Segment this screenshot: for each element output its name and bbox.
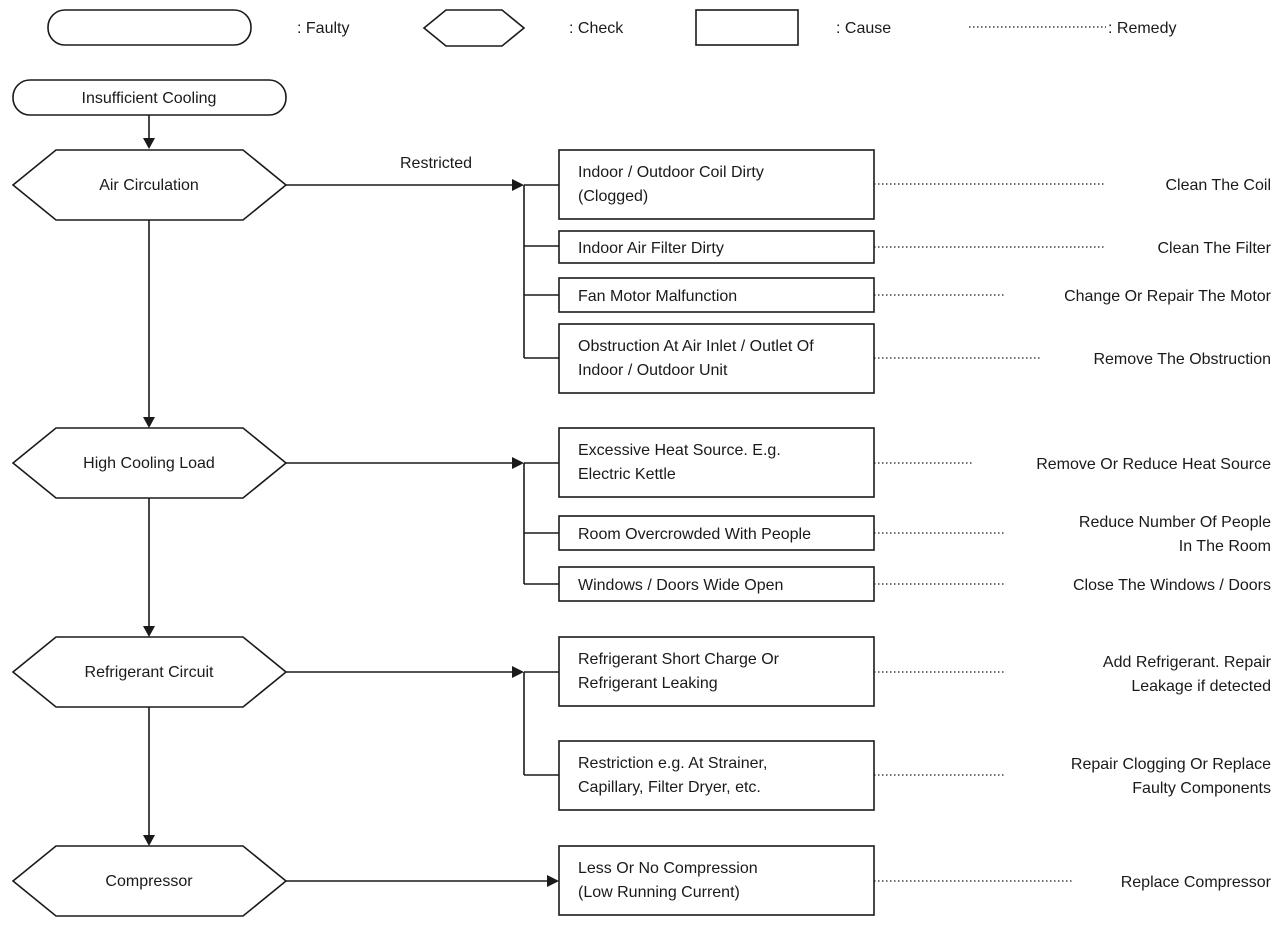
main-flow-connectors xyxy=(143,115,155,846)
cause-filter-dirty-line1: Indoor Air Filter Dirty xyxy=(578,240,724,257)
remedy-clean-filter: Clean The Filter xyxy=(1157,240,1271,257)
legend-remedy-label: : Remedy xyxy=(1108,20,1176,37)
check-compressor-label: Compressor xyxy=(105,873,193,890)
cause-restriction-line1: Restriction e.g. At Strainer, xyxy=(578,755,767,772)
check-refrigerant-circuit-label: Refrigerant Circuit xyxy=(85,664,214,681)
legend-faulty-label: : Faulty xyxy=(297,20,349,37)
cause-box-restriction xyxy=(558,740,875,811)
remedy-reduce-people-line2: In The Room xyxy=(1179,538,1271,555)
legend-check-shape xyxy=(422,9,526,47)
cause-box-short-charge xyxy=(558,636,875,707)
cause-box-coil-dirty xyxy=(558,149,875,220)
remedy-add-refrigerant-line2: Leakage if detected xyxy=(1131,678,1271,695)
legend-cause-shape xyxy=(695,9,799,46)
cause-no-compression-line1: Less Or No Compression xyxy=(578,860,758,877)
cause-short-charge-line1: Refrigerant Short Charge Or xyxy=(578,651,780,668)
remedy-repair-clogging-line2: Faulty Components xyxy=(1132,780,1271,797)
check-high-cooling-load-label: High Cooling Load xyxy=(83,455,215,472)
cause-obstruction-line2: Indoor / Outdoor Unit xyxy=(578,362,728,379)
start-node-label: Insufficient Cooling xyxy=(82,90,217,107)
remedy-repair-clogging-line1: Repair Clogging Or Replace xyxy=(1071,756,1271,773)
cause-no-compression-line2: (Low Running Current) xyxy=(578,884,740,901)
legend: : Faulty : Check : Cause : Remedy xyxy=(47,9,1176,47)
cause-overcrowded-line1: Room Overcrowded With People xyxy=(578,526,811,543)
check-high-cooling-load: High Cooling Load Excessive Heat Source.… xyxy=(11,427,1271,602)
remedy-clean-coil: Clean The Coil xyxy=(1165,177,1271,194)
remedy-repair-motor: Change Or Repair The Motor xyxy=(1064,288,1272,305)
legend-cause-label: : Cause xyxy=(836,20,891,37)
legend-faulty-shape xyxy=(47,9,252,46)
cause-box-no-compression xyxy=(558,845,875,916)
cause-heat-source-line2: Electric Kettle xyxy=(578,466,676,483)
check-air-circulation: Air Circulation Restricted Indoor / Outd… xyxy=(11,149,1272,394)
cause-box-fan-motor xyxy=(558,277,875,313)
remedy-remove-obstruction: Remove The Obstruction xyxy=(1093,351,1271,368)
check-air-circulation-label: Air Circulation xyxy=(99,177,199,194)
cause-coil-dirty-line2: (Clogged) xyxy=(578,188,648,205)
remedy-reduce-heat: Remove Or Reduce Heat Source xyxy=(1036,456,1271,473)
cause-heat-source-line1: Excessive Heat Source. E.g. xyxy=(578,442,781,459)
cause-windows-open-line1: Windows / Doors Wide Open xyxy=(578,577,783,594)
remedy-reduce-people-line1: Reduce Number Of People xyxy=(1079,514,1271,531)
cause-coil-dirty-line1: Indoor / Outdoor Coil Dirty xyxy=(578,164,764,181)
cause-obstruction-line1: Obstruction At Air Inlet / Outlet Of xyxy=(578,338,814,355)
remedy-replace-compressor: Replace Compressor xyxy=(1121,874,1272,891)
remedy-add-refrigerant-line1: Add Refrigerant. Repair xyxy=(1103,654,1272,671)
remedy-close-windows: Close The Windows / Doors xyxy=(1073,577,1271,594)
check-compressor: Compressor Less Or No Compression (Low R… xyxy=(11,845,1272,917)
cause-box-filter-dirty xyxy=(558,230,875,264)
cause-short-charge-line2: Refrigerant Leaking xyxy=(578,675,718,692)
branch-label-restricted: Restricted xyxy=(400,155,472,172)
legend-check-label: : Check xyxy=(569,20,624,37)
cause-restriction-line2: Capillary, Filter Dryer, etc. xyxy=(578,779,761,796)
start-node: Insufficient Cooling xyxy=(12,79,287,116)
cause-box-overcrowded xyxy=(558,515,875,551)
cause-fan-motor-line1: Fan Motor Malfunction xyxy=(578,288,737,305)
cause-box-windows-open xyxy=(558,566,875,602)
cause-box-obstruction xyxy=(558,323,875,394)
check-refrigerant-circuit: Refrigerant Circuit Refrigerant Short Ch… xyxy=(11,636,1272,811)
cause-box-heat-source xyxy=(558,427,875,498)
